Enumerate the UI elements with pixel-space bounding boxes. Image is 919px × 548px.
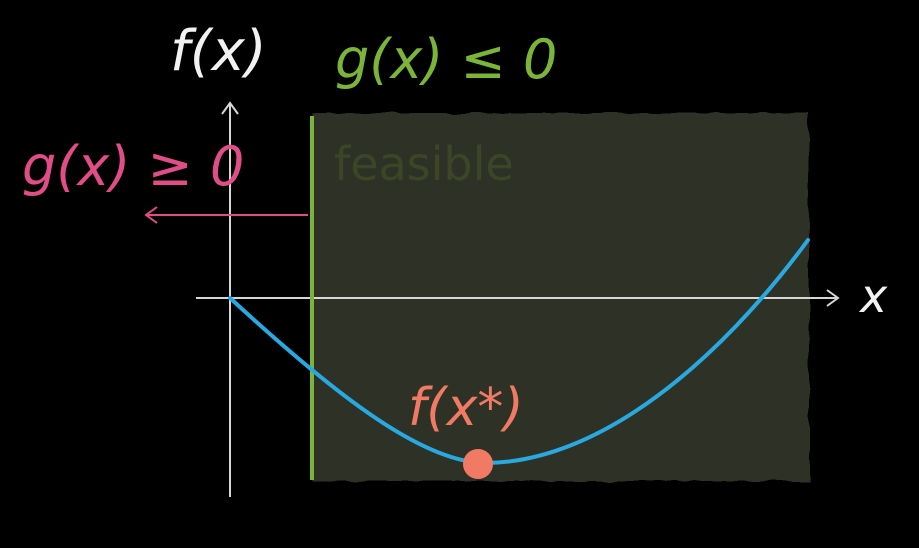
y-axis-label: f(x): [170, 19, 267, 84]
constraint-le-label: g(x) ≤ 0: [335, 28, 557, 91]
x-axis-arrowhead: [826, 289, 840, 307]
minimum-label: f(x*): [408, 378, 524, 438]
feasible-label: feasible: [334, 137, 514, 191]
minimum-point: [463, 449, 493, 479]
objective-curve: [228, 238, 810, 466]
x-axis-label: x: [858, 269, 888, 323]
y-axis-arrowhead: [221, 101, 239, 115]
constraint-ge-label: g(x) ≥ 0: [22, 135, 244, 198]
infeasible-arrowhead: [144, 206, 158, 224]
